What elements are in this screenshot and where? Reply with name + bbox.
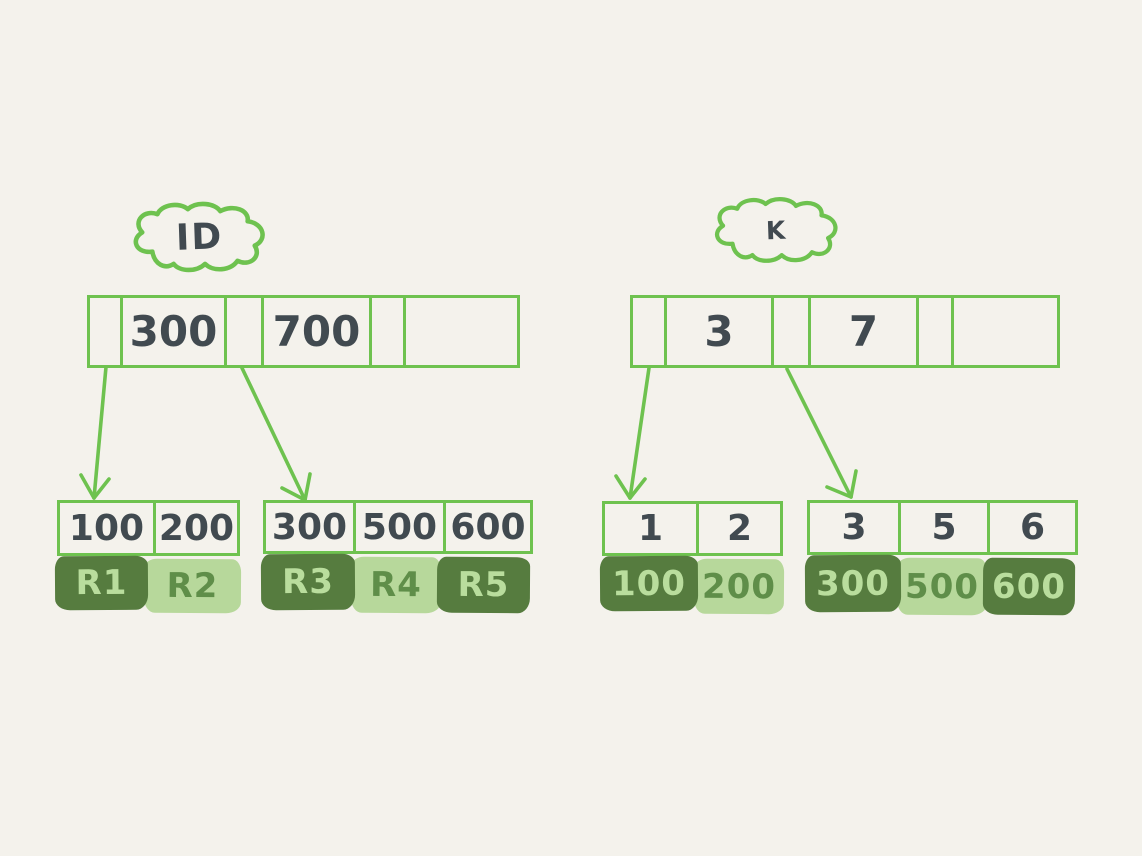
right-leaf2-records: 300 500 600: [804, 554, 1076, 616]
right-index-cloud: K: [706, 192, 848, 268]
left-leaf2-node: 300 500 600: [263, 500, 533, 554]
record-cell: R5: [436, 556, 531, 614]
key-cell: 7: [811, 298, 919, 365]
key-cell: 3: [667, 298, 774, 365]
pointer-cell: [227, 298, 264, 365]
key-cell: 200: [158, 507, 235, 549]
right-leaf2-node: 3 5 6: [807, 500, 1078, 555]
cloud-icon: [714, 197, 838, 263]
left-leaf1-records: R1 R2: [54, 555, 242, 614]
left-index-cloud: ID: [124, 198, 276, 276]
key-cell: 2: [726, 508, 753, 549]
record-cell: R4: [350, 556, 442, 614]
pointer-cell: [919, 298, 954, 365]
right-root-node: 3 7: [630, 295, 1060, 368]
right-index-label: K: [765, 215, 789, 245]
key-cell: 700: [264, 298, 372, 365]
arrow-right-root-to-leaf1: [614, 366, 651, 500]
key-cell: 600: [450, 506, 526, 548]
key-cell: 1: [605, 504, 699, 553]
left-index-label: ID: [175, 215, 225, 259]
key-cell: 3: [810, 503, 901, 552]
key-cell: 300: [123, 298, 227, 365]
pointer-cell: [372, 298, 406, 365]
record-cell: 100: [599, 555, 699, 612]
record-cell: R1: [54, 555, 149, 611]
key-cell: 5: [901, 503, 990, 552]
record-cell: 600: [982, 557, 1076, 616]
arrow-right-root-to-leaf2: [785, 367, 858, 499]
arrow-left-root-to-leaf1: [79, 365, 111, 500]
key-cell: 500: [356, 503, 446, 551]
record-cell: 500: [896, 557, 988, 616]
key-cell: 100: [60, 503, 156, 553]
left-root-node: 300 700: [87, 295, 520, 368]
cloud-icon: [133, 201, 265, 273]
empty-cell: [406, 298, 517, 365]
key-cell: 300: [266, 503, 356, 551]
pointer-cell: [633, 298, 667, 365]
arrow-left-root-to-leaf2: [240, 366, 312, 502]
pointer-cell: [90, 298, 123, 365]
left-leaf2-records: R3 R4 R5: [260, 553, 531, 614]
right-leaf1-node: 1 2: [602, 501, 783, 556]
right-leaf1-records: 100 200: [599, 555, 785, 615]
record-cell: R2: [143, 558, 242, 614]
pointer-cell: [774, 298, 811, 365]
record-cell: 300: [804, 554, 902, 613]
empty-cell: [954, 298, 1057, 365]
record-cell: 200: [693, 558, 785, 615]
left-leaf1-node: 100 200: [57, 500, 240, 556]
key-cell: 6: [1019, 507, 1046, 548]
record-cell: R3: [260, 553, 356, 611]
